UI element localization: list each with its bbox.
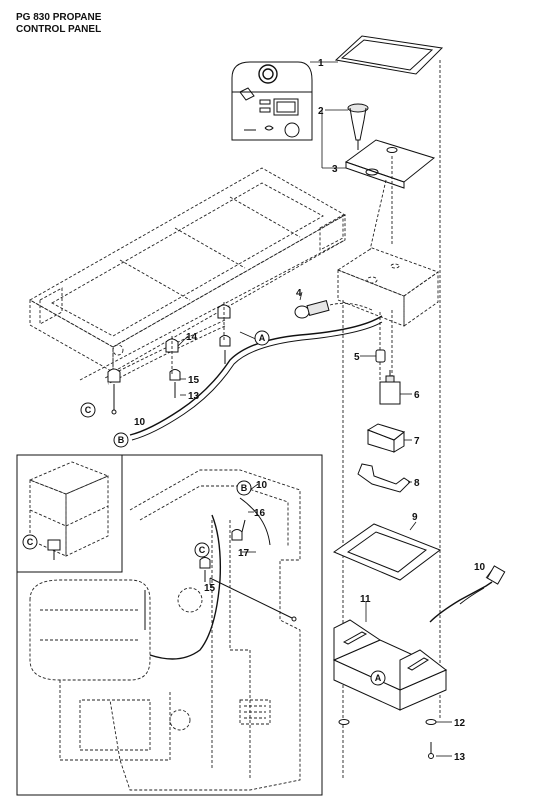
- callout-12: 12: [454, 718, 466, 729]
- title-line-1: PG 830 PROPANE: [16, 12, 102, 23]
- svg-text:A: A: [375, 673, 382, 683]
- clamps-and-fasteners: [107, 302, 231, 415]
- connector-markers: A A B B C C C: [22, 330, 386, 686]
- callout-9: 9: [412, 512, 418, 523]
- callout-8: 8: [414, 478, 420, 489]
- control-panel-assembly: [231, 61, 323, 168]
- part-9-gasket: [332, 521, 442, 581]
- svg-text:B: B: [241, 483, 248, 493]
- diagram-title: PG 830 PROPANE CONTROL PANEL: [16, 12, 101, 36]
- part-11-tray: [332, 602, 448, 711]
- callout-16: 16: [254, 508, 266, 519]
- part-8-bracket: [357, 463, 412, 493]
- callout-numbers: 1 2 3 4 5 6 7 8 9 10 10 10 11 12 13 13 1…: [134, 58, 486, 763]
- part-1-cover: [310, 35, 444, 75]
- connector-c-inset: C: [194, 542, 210, 558]
- connector-c-left: C: [80, 402, 96, 418]
- part-7-bezel: [366, 423, 412, 453]
- svg-text:C: C: [27, 537, 34, 547]
- part-2-dial: [325, 103, 369, 150]
- frame-rail: [29, 167, 346, 381]
- connector-c-inset-box: C: [22, 534, 38, 550]
- callout-13-bottom: 13: [454, 752, 466, 763]
- part-4-switch: [294, 291, 373, 319]
- callout-4: 4: [296, 288, 302, 299]
- wire-harness: [104, 315, 383, 441]
- svg-text:A: A: [259, 333, 266, 343]
- connector-b-inset: B: [236, 480, 252, 496]
- callout-5: 5: [354, 352, 360, 363]
- connector-a-top: A: [254, 330, 270, 346]
- callout-6: 6: [414, 390, 420, 401]
- connector-b-left: B: [113, 432, 129, 448]
- callout-3: 3: [332, 164, 338, 175]
- callout-13-top: 13: [188, 391, 200, 402]
- callout-1: 1: [318, 58, 324, 69]
- part-5-spacer: [360, 349, 386, 363]
- callout-17: 17: [238, 548, 250, 559]
- machine-inset: [16, 454, 323, 796]
- svg-text:B: B: [118, 435, 125, 445]
- callout-11: 11: [360, 594, 371, 605]
- callout-15-top: 15: [188, 375, 200, 386]
- callout-7: 7: [414, 436, 420, 447]
- svg-text:C: C: [199, 545, 206, 555]
- title-line-2: CONTROL PANEL: [16, 24, 102, 35]
- parts-12-13-hardware: [338, 719, 452, 759]
- callout-15-inset: 15: [204, 583, 216, 594]
- callout-10-inset: 10: [256, 480, 268, 491]
- part-10-connector: [429, 565, 506, 623]
- callout-14: 14: [186, 332, 198, 343]
- svg-text:C: C: [85, 405, 92, 415]
- part-6-toggle: [379, 370, 412, 405]
- callout-10-left: 10: [134, 417, 146, 428]
- part-3-bracket: [322, 139, 436, 251]
- callout-10-right: 10: [474, 562, 486, 573]
- callout-2: 2: [318, 106, 324, 117]
- connector-a-tray: A: [370, 670, 386, 686]
